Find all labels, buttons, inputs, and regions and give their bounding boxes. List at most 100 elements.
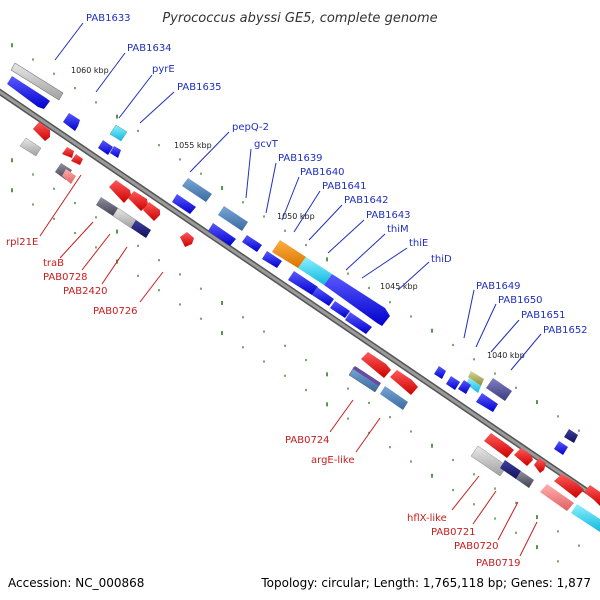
gene-PAB0724-d[interactable] — [353, 366, 381, 386]
gene-PAB1634[interactable] — [63, 113, 80, 131]
gene-PAB1642-cds[interactable] — [345, 312, 372, 334]
label-hflX-like: hflX-like — [407, 513, 447, 524]
label-traB: traB — [43, 258, 64, 269]
gene-PAB1635[interactable] — [110, 146, 121, 158]
label-PAB0726: PAB0726 — [93, 306, 138, 317]
scale-label-1040: 1040 kbp — [487, 351, 525, 360]
bottom-gene-labels: rpl21E traB PAB0728 PAB2420 PAB0726 PAB0… — [6, 237, 521, 569]
label-thiE: thiE — [409, 238, 428, 249]
gene-thiM[interactable] — [288, 271, 318, 295]
gene-PAB1633-cds[interactable] — [7, 76, 50, 109]
gene-pepQ-2-cds[interactable] — [172, 194, 196, 214]
gene-PAB0719[interactable] — [540, 484, 574, 511]
gene-PAB2420-b[interactable] — [128, 191, 148, 211]
bottom-strand-genes — [19, 122, 600, 532]
label-PAB1640: PAB1640 — [300, 167, 345, 178]
label-thiD: thiD — [431, 254, 452, 265]
label-PAB1643: PAB1643 — [366, 210, 411, 221]
gene-PAB1640[interactable] — [262, 251, 282, 268]
label-PAB0719: PAB0719 — [476, 558, 521, 569]
gene-gcvT-cds[interactable] — [208, 223, 236, 246]
gene-PAB1649[interactable] — [434, 366, 446, 379]
gene-thiE[interactable] — [312, 287, 334, 306]
scale-labels: 1060 kbp 1055 kbp 1050 kbp 1045 kbp 1040… — [71, 66, 525, 360]
top-strand-genes — [7, 62, 578, 455]
label-PAB1642: PAB1642 — [344, 195, 389, 206]
gene-PAB0726[interactable] — [96, 197, 118, 216]
gene-PAB0724-b[interactable] — [390, 370, 418, 395]
scale-label-1050: 1050 kbp — [277, 212, 315, 221]
gene-hflX-like-b[interactable] — [514, 448, 533, 466]
gene-traB[interactable] — [62, 147, 74, 158]
accession-text: Accession: NC_000868 — [8, 576, 144, 590]
gene-far-1[interactable] — [564, 429, 578, 443]
gene-PAB0726-c[interactable] — [131, 220, 151, 238]
label-PAB0728: PAB0728 — [43, 272, 88, 283]
gene-PAB0720[interactable] — [516, 471, 534, 488]
scale-label-1060: 1060 kbp — [71, 66, 109, 75]
gene-PAB0720-b[interactable] — [554, 474, 584, 498]
map-title: Pyrococcus abyssi GE5, complete genome — [162, 11, 437, 26]
label-pyrE: pyrE — [152, 64, 175, 75]
gene-pepQ-2[interactable] — [182, 178, 212, 202]
gene-PAB0724[interactable] — [361, 352, 391, 378]
top-label-leaders — [54, 22, 542, 371]
gene-PAB1651-cds[interactable] — [458, 380, 471, 394]
scale-label-1055: 1055 kbp — [174, 141, 212, 150]
gene-PAB2420-c[interactable] — [143, 202, 160, 221]
label-gcvT: gcvT — [254, 139, 279, 150]
label-PAB1651: PAB1651 — [521, 310, 566, 321]
gene-pyrE[interactable] — [109, 124, 128, 142]
label-PAB1634: PAB1634 — [127, 43, 172, 54]
label-pepQ-2: pepQ-2 — [232, 122, 269, 133]
label-PAB2420: PAB2420 — [63, 286, 108, 297]
gene-pyrE-cds[interactable] — [98, 140, 113, 155]
gene-PAB1651-b[interactable] — [486, 378, 512, 401]
gene-PAB0728-b[interactable] — [62, 169, 76, 184]
gene-traB-b[interactable] — [71, 154, 83, 165]
tick-marks — [11, 43, 580, 563]
gene-PAB2420[interactable] — [109, 180, 131, 203]
gene-PAB0719-c[interactable] — [571, 504, 600, 532]
gene-PAB1650-b[interactable] — [468, 371, 484, 386]
label-PAB0720: PAB0720 — [454, 541, 499, 552]
label-PAB0724: PAB0724 — [285, 435, 330, 446]
gene-far-2[interactable] — [554, 441, 568, 455]
gene-PAB0721-c[interactable] — [500, 460, 521, 479]
gene-PAB0719-b[interactable] — [584, 485, 600, 506]
label-thiM: thiM — [387, 224, 409, 235]
label-PAB1635: PAB1635 — [177, 82, 222, 93]
label-PAB1649: PAB1649 — [476, 281, 521, 292]
gene-PAB1639[interactable] — [242, 235, 262, 252]
gene-PAB0721[interactable] — [534, 458, 546, 473]
gene-PAB1633[interactable] — [10, 62, 64, 101]
scale-label-1045: 1045 kbp — [380, 282, 418, 291]
gene-PAB1652[interactable] — [476, 393, 498, 412]
gene-rpl21E-b[interactable] — [19, 137, 42, 157]
gene-PAB0726-d[interactable] — [180, 232, 194, 247]
gene-rpl21E[interactable] — [33, 122, 50, 141]
gene-PAB1651[interactable] — [466, 378, 481, 393]
gene-PAB1650[interactable] — [446, 376, 460, 390]
label-PAB1633: PAB1633 — [86, 13, 131, 24]
gene-PAB0726-b[interactable] — [112, 207, 137, 229]
gene-PAB1642[interactable] — [298, 257, 332, 285]
gene-hflX-like[interactable] — [484, 433, 514, 458]
gene-thiD[interactable] — [324, 274, 390, 326]
label-argE-like: argE-like — [311, 455, 354, 466]
genome-backbone — [0, 88, 600, 504]
bottom-label-leaders — [39, 174, 538, 557]
gene-PAB1643[interactable] — [330, 301, 350, 318]
label-PAB1652: PAB1652 — [543, 325, 588, 336]
label-PAB0721: PAB0721 — [431, 527, 476, 538]
gene-PAB1641[interactable] — [272, 240, 306, 268]
top-gene-labels: PAB1633 PAB1634 pyrE PAB1635 pepQ-2 gcvT… — [86, 13, 588, 336]
gene-argE-like[interactable] — [380, 386, 408, 410]
genome-summary-text: Topology: circular; Length: 1,765,118 bp… — [260, 576, 591, 590]
gene-gcvT[interactable] — [218, 206, 248, 231]
label-PAB1641: PAB1641 — [322, 181, 367, 192]
label-PAB1650: PAB1650 — [498, 295, 543, 306]
label-PAB1639: PAB1639 — [278, 153, 323, 164]
